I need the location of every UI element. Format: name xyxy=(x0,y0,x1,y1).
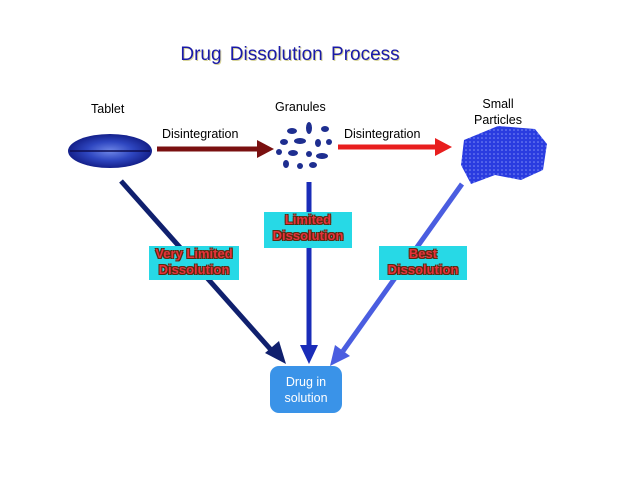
disintegration-label-1: Disintegration xyxy=(162,127,239,141)
diagram-title: Drug Dissolution Process xyxy=(180,44,400,65)
limited-line1: Limited xyxy=(284,212,332,227)
limited-dissolution-box: Limited Dissolution xyxy=(264,212,352,248)
limited-line2: Dissolution xyxy=(272,228,344,243)
disintegration-arrowhead-2 xyxy=(435,138,452,156)
small-particles-label-line1: Small xyxy=(482,97,514,111)
drug-in-solution-box: Drug in solution xyxy=(270,366,342,413)
granules-shape xyxy=(276,122,332,169)
best-line2: Dissolution xyxy=(387,262,459,277)
very-limited-arrowhead xyxy=(265,341,286,364)
best-arrowhead xyxy=(330,345,350,366)
very-limited-line2: Dissolution xyxy=(158,262,230,277)
very-limited-dissolution-box: Very Limited Dissolution xyxy=(149,246,239,280)
limited-arrowhead xyxy=(300,345,318,364)
small-particles-label-line2: Particles xyxy=(474,113,522,127)
disintegration-arrowhead-1 xyxy=(257,140,274,158)
small-particles-shape xyxy=(461,126,547,184)
very-limited-line1: Very Limited xyxy=(155,246,233,261)
disintegration-label-2: Disintegration xyxy=(344,127,421,141)
drug-in-solution-line1: Drug in xyxy=(285,374,327,389)
best-dissolution-box: Best Dissolution xyxy=(379,246,467,280)
best-line1: Best xyxy=(408,246,438,261)
tablet-label: Tablet xyxy=(91,102,125,116)
granules-label: Granules xyxy=(275,100,326,114)
drug-in-solution-line2: solution xyxy=(284,390,328,405)
small-particles-label: Small Particles xyxy=(468,96,528,128)
